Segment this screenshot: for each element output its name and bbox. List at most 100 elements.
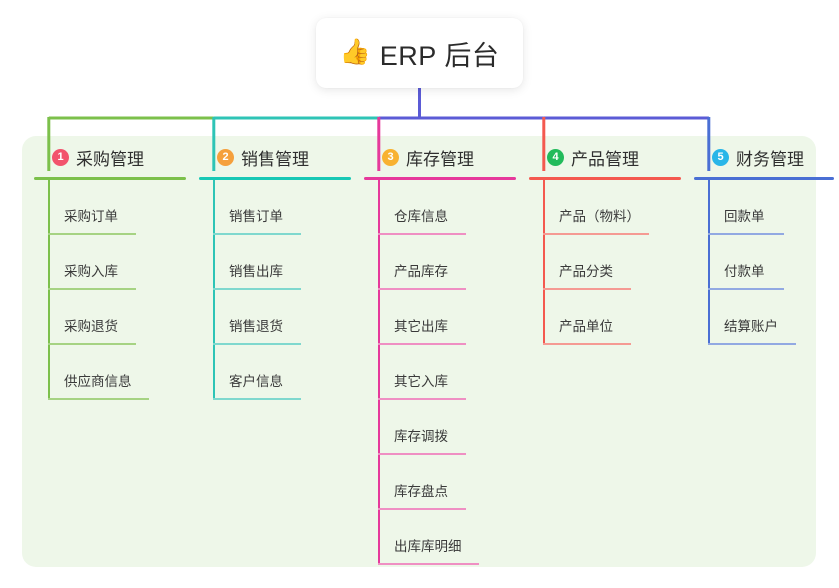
branch-items-2: 销售订单销售出库销售退货客户信息 [199,180,351,400]
leaf-node-underline [378,343,466,345]
branch-spine-3 [378,180,380,565]
leaf-node-label: 采购订单 [64,209,118,224]
branch-items-1: 采购订单采购入库采购退货供应商信息 [34,180,186,400]
branch-spine-5 [708,180,710,345]
branch-title-5: 财务管理 [736,149,804,169]
leaf-node-label: 库存盘点 [394,484,448,499]
leaf-node-label: 销售订单 [229,209,283,224]
leaf-node[interactable]: 供应商信息 [34,345,186,400]
branch-title-2: 销售管理 [241,149,309,169]
leaf-node[interactable]: 客户信息 [199,345,351,400]
leaf-node-label: 销售出库 [229,264,283,279]
leaf-node-label: 结算账户 [724,319,778,334]
leaf-node[interactable]: 销售出库 [199,235,351,290]
leaf-node-label: 库存调拨 [394,429,448,444]
branch-spine-4 [543,180,545,345]
leaf-node-underline [543,233,649,235]
leaf-node-underline [48,233,136,235]
branch-header-4[interactable]: 4 产品管理 [529,144,681,170]
leaf-node-label: 客户信息 [229,374,283,389]
branch-badge-2: 2 [217,148,234,166]
leaf-node-label: 回款单 [724,209,765,224]
leaf-node-label: 其它入库 [394,374,448,389]
leaf-node-underline [48,398,149,400]
leaf-node-label: 销售退货 [229,319,283,334]
branch-items-4: 产品（物料） 产品分类产品单位 [529,180,681,345]
leaf-node-underline [213,398,301,400]
leaf-node-underline [48,288,136,290]
leaf-node[interactable]: 回款单 [694,180,834,235]
leaf-node-underline [378,398,466,400]
branch-badge-3: 3 [382,148,399,166]
leaf-node[interactable]: 仓库信息 [364,180,516,235]
leaf-node[interactable]: 销售订单 [199,180,351,235]
leaf-node[interactable]: 产品单位 [529,290,681,345]
leaf-node[interactable]: 付款单 [694,235,834,290]
leaf-node[interactable]: 产品库存 [364,235,516,290]
branch-column-1: 1 采购管理采购订单采购入库采购退货供应商信息 [34,144,186,400]
leaf-node-label: 采购入库 [64,264,118,279]
leaf-node[interactable]: 采购入库 [34,235,186,290]
branch-underline-4 [529,177,681,180]
branch-title-1: 采购管理 [76,149,144,169]
leaf-node[interactable]: 结算账户 [694,290,834,345]
branch-header-5[interactable]: 5 财务管理 [694,144,834,170]
leaf-node[interactable]: 产品（物料） [529,180,681,235]
branch-underline-2 [199,177,351,180]
leaf-node-label: 其它出库 [394,319,448,334]
leaf-node[interactable]: 出库库明细 [364,510,516,565]
diagram-panel-background [22,136,816,567]
leaf-node[interactable]: 库存盘点 [364,455,516,510]
leaf-node-underline [378,233,466,235]
branch-badge-1: 1 [52,148,69,166]
branch-underline-3 [364,177,516,180]
leaf-node-underline [543,288,631,290]
leaf-node-underline [378,288,466,290]
leaf-node-label: 付款单 [724,264,765,279]
leaf-node-underline [378,563,479,565]
branch-items-3: 仓库信息产品库存其它出库其它入库库存调拨库存盘点出库库明细 [364,180,516,565]
branch-title-4: 产品管理 [571,149,639,169]
branch-underline-5 [694,177,834,180]
leaf-node[interactable]: 其它出库 [364,290,516,345]
leaf-node-label: 产品（物料） [559,209,640,224]
branch-column-4: 4 产品管理产品（物料） 产品分类产品单位 [529,144,681,345]
leaf-node-label: 仓库信息 [394,209,448,224]
branch-column-5: 5 财务管理回款单付款单结算账户 [694,144,834,345]
leaf-node-underline [378,508,466,510]
branch-spine-1 [48,180,50,400]
branch-badge-5: 5 [712,148,729,166]
leaf-node[interactable]: 库存调拨 [364,400,516,455]
thumbs-up-icon: 👍 [339,37,371,66]
leaf-node-label: 出库库明细 [394,539,462,554]
leaf-node-underline [378,453,466,455]
leaf-node[interactable]: 其它入库 [364,345,516,400]
branch-column-2: 2 销售管理销售订单销售出库销售退货客户信息 [199,144,351,400]
leaf-node-label: 采购退货 [64,319,118,334]
root-node[interactable]: 👍 ERP 后台 [316,18,523,88]
leaf-node-underline [213,288,301,290]
branch-title-3: 库存管理 [406,149,474,169]
root-node-title: ERP 后台 [379,40,500,71]
branch-header-3[interactable]: 3 库存管理 [364,144,516,170]
leaf-node[interactable]: 采购订单 [34,180,186,235]
branch-underline-1 [34,177,186,180]
leaf-node-label: 产品库存 [394,264,448,279]
branch-spine-2 [213,180,215,400]
branch-items-5: 回款单付款单结算账户 [694,180,834,345]
leaf-node[interactable]: 产品分类 [529,235,681,290]
leaf-node-label: 供应商信息 [64,374,132,389]
branch-badge-4: 4 [547,148,564,166]
branch-header-2[interactable]: 2 销售管理 [199,144,351,170]
leaf-node-label: 产品单位 [559,319,613,334]
leaf-node-underline [213,233,301,235]
branch-header-1[interactable]: 1 采购管理 [34,144,186,170]
leaf-node[interactable]: 销售退货 [199,290,351,345]
leaf-node-underline [708,343,796,345]
leaf-node-underline [708,288,784,290]
leaf-node-underline [708,233,784,235]
leaf-node-underline [48,343,136,345]
branch-column-3: 3 库存管理仓库信息产品库存其它出库其它入库库存调拨库存盘点出库库明细 [364,144,516,565]
leaf-node[interactable]: 采购退货 [34,290,186,345]
